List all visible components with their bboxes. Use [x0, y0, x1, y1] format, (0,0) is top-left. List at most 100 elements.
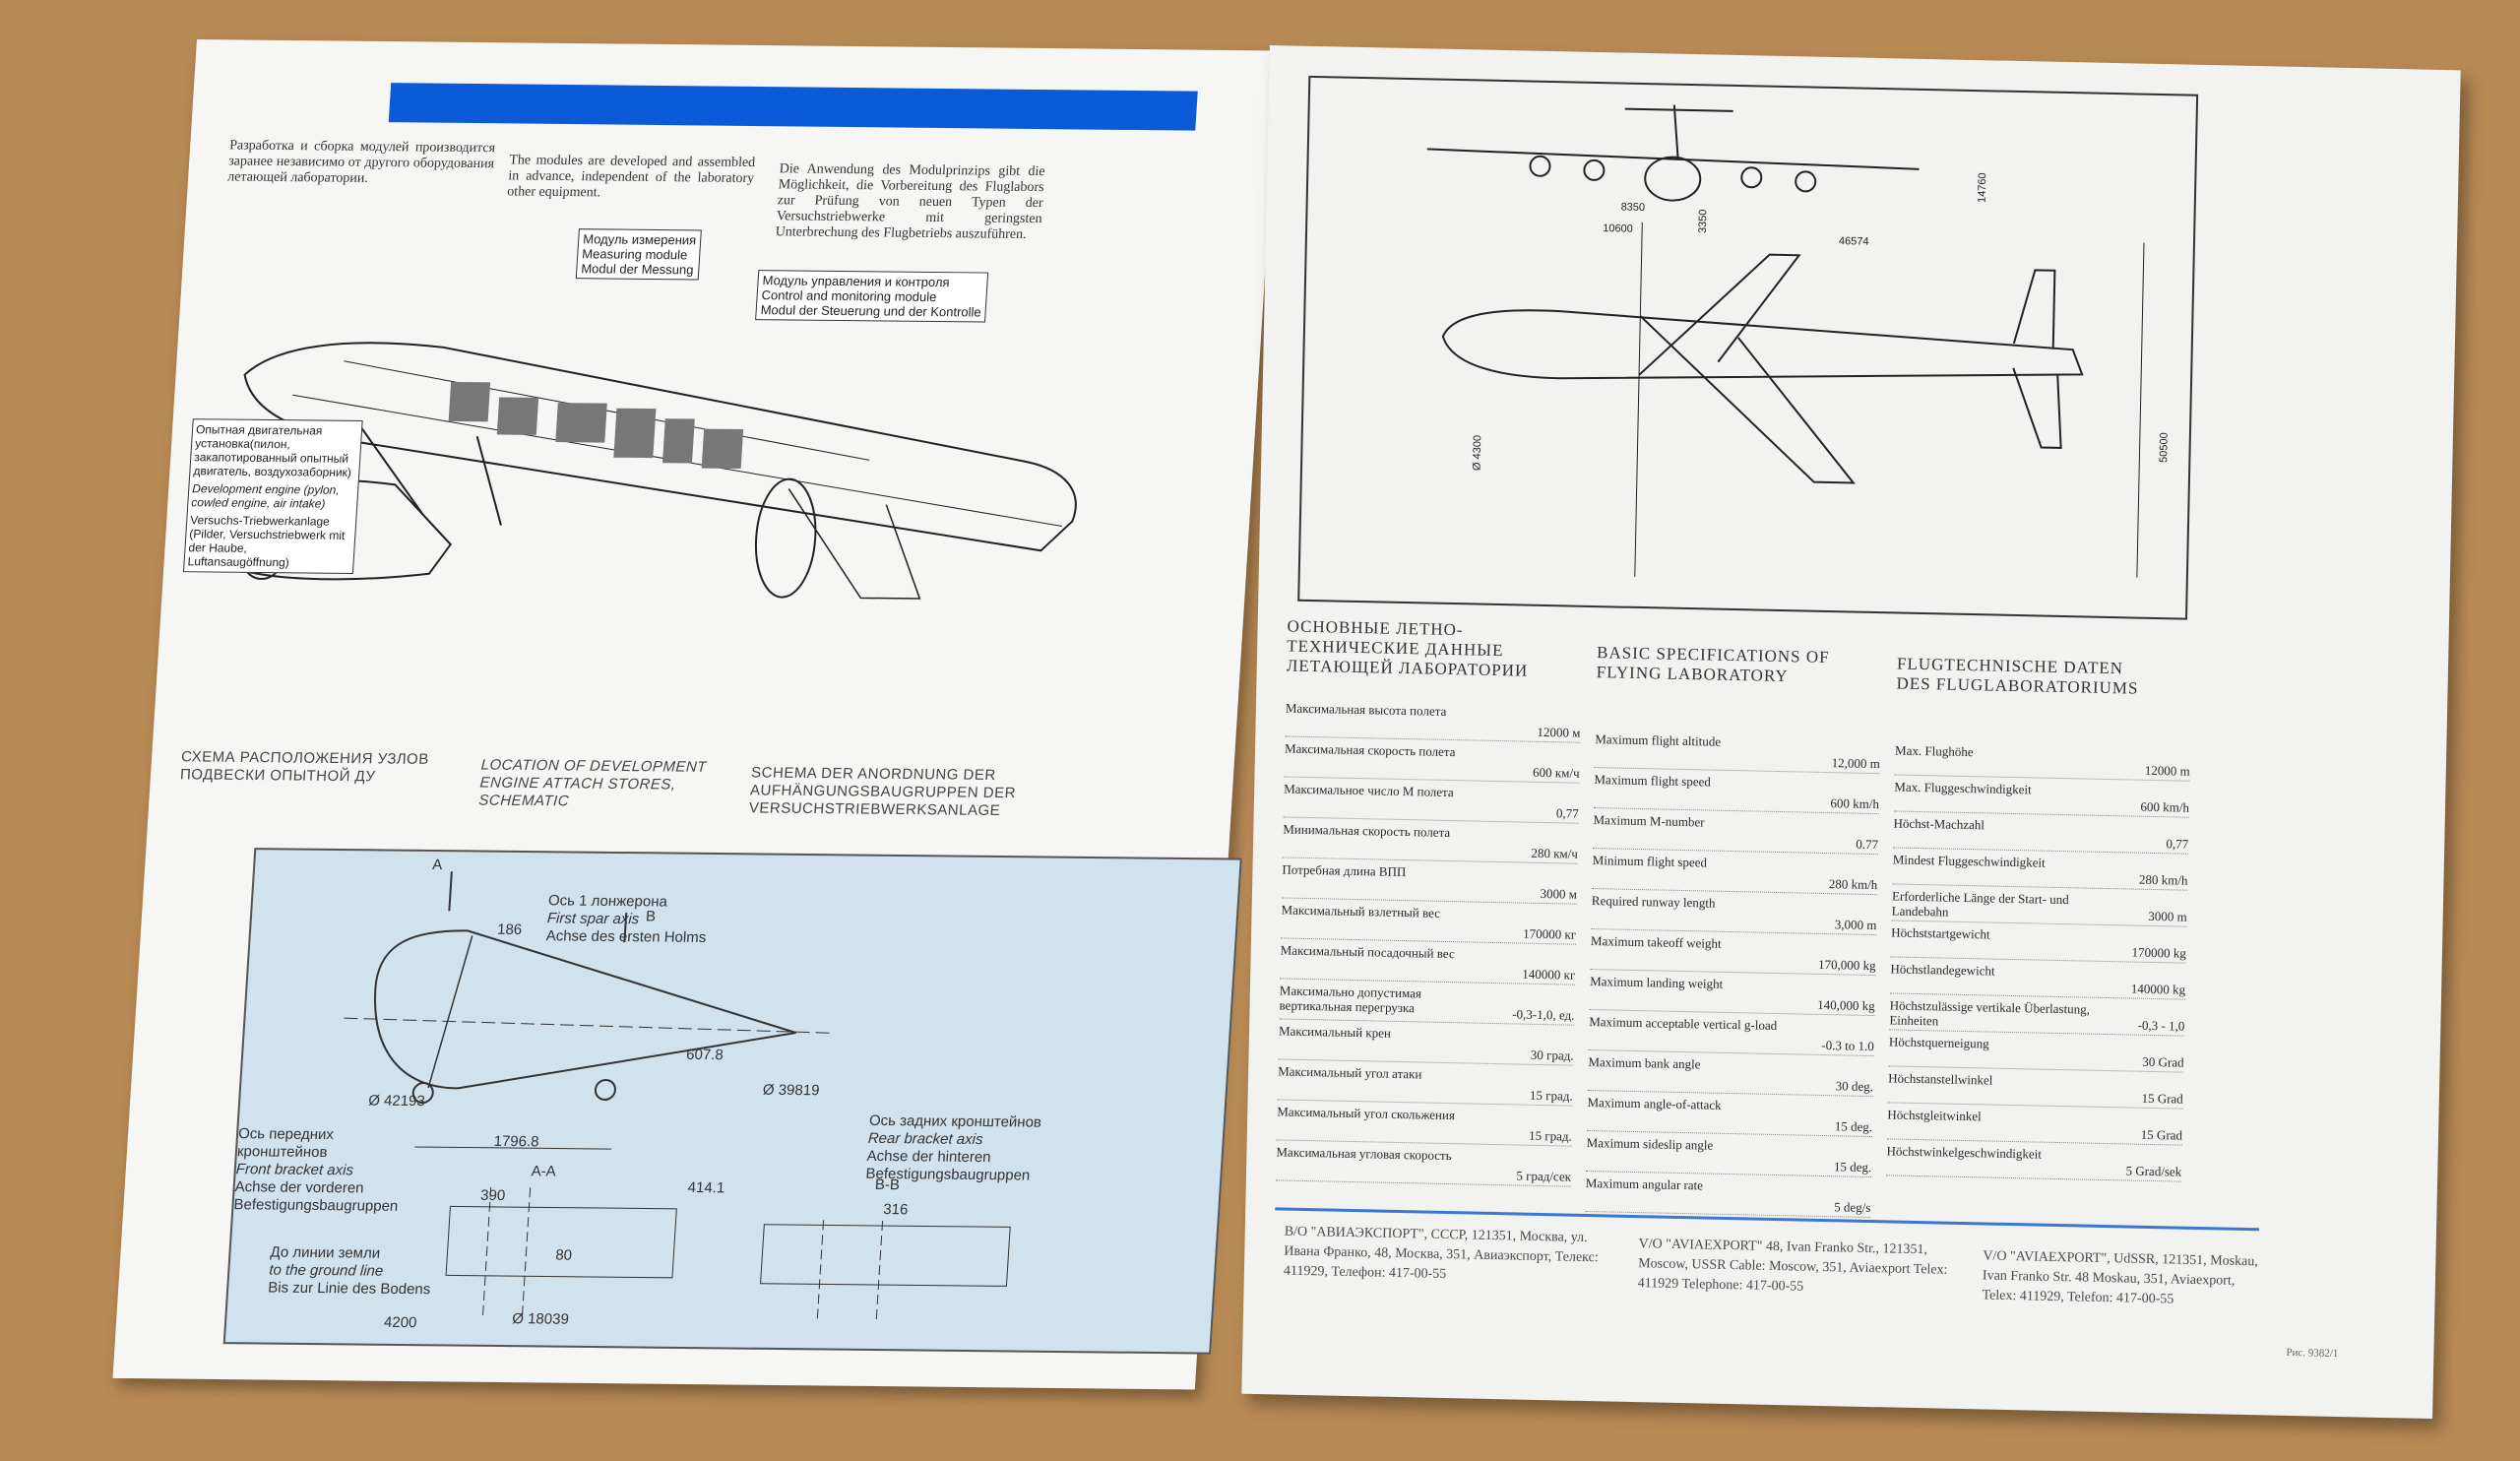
- rear-ru: Ось задних кронштейнов: [868, 1112, 1042, 1131]
- rear-en: Rear bracket axis: [867, 1129, 984, 1149]
- dim-46574: 46574: [1838, 235, 1869, 248]
- spec-name: Mindest Fluggeschwindigkeit: [1892, 852, 2046, 870]
- spec-name: Minimum flight speed: [1592, 853, 1708, 870]
- spec-title-en: BASIC SPECIFICATIONS OF FLYING LABORATOR…: [1596, 643, 1830, 686]
- front-en: Front bracket axis: [235, 1161, 354, 1179]
- spec-value: 140,000 kg: [1817, 996, 1875, 1014]
- spec-value: -0.3 to 1.0: [1821, 1037, 1875, 1054]
- caption-en: LOCATION OF DEVELOPMENT ENGINE ATTACH ST…: [477, 756, 708, 810]
- spec-name: Максимальный посадочный вес: [1280, 942, 1455, 962]
- caption-ru: СХЕМА РАСПОЛОЖЕНИЯ УЗЛОВ ПОДВЕСКИ ОПЫТНО…: [179, 748, 430, 786]
- spec-value: 15 Grad: [2141, 1090, 2183, 1107]
- spec-row: Максимальный угол атаки 15 град.: [1277, 1063, 1574, 1107]
- attach-stores-schematic: Ось 1 лонжерона First spar axis Achse de…: [222, 848, 1242, 1355]
- ground-de: Bis zur Linie des Bodens: [267, 1279, 431, 1299]
- spec-value: 15 deg.: [1834, 1118, 1873, 1135]
- dim-diameter-4300: Ø 4300: [1471, 434, 1484, 472]
- measuring-module-label: Модуль измерения Measuring module Modul …: [575, 228, 702, 281]
- spec-value: 3,000 m: [1834, 917, 1877, 933]
- dim-414: 414.1: [687, 1178, 725, 1197]
- ground-en: to the ground line: [268, 1261, 384, 1280]
- spec-value: 15 град.: [1529, 1087, 1573, 1104]
- spec-value: 12000 m: [2144, 762, 2190, 779]
- spec-row: Höchstwinkelgeschwindigkeit 5 Grad/sek: [1886, 1143, 2182, 1182]
- spec-name: Максимальная угловая скорость: [1276, 1144, 1452, 1164]
- spec-name: Максимальное число М полета: [1284, 781, 1454, 800]
- spec-name: Max. Flughöhe: [1894, 742, 1974, 760]
- dim-10600: 10600: [1603, 222, 1633, 235]
- left-page: Разработка и сборка модулей производится…: [112, 39, 1280, 1390]
- spec-name: Максимальный угол атаки: [1278, 1063, 1422, 1082]
- spec-value: 0,77: [1555, 805, 1579, 821]
- spec-row: Minimum flight speed 280 km/h: [1592, 853, 1878, 896]
- spec-value: 280 km/h: [1828, 876, 1878, 893]
- section-bb: B-B: [874, 1175, 901, 1194]
- spec-value: 15 град.: [1528, 1127, 1573, 1144]
- spec-name: Потребная длина ВПП: [1282, 861, 1407, 880]
- spec-value: 0,77: [2166, 836, 2189, 852]
- spec-value: 15 Grad: [2140, 1126, 2183, 1143]
- address-de: V/O "AVIAEXPORT", UdSSR, 121351, Moskau,…: [1982, 1248, 2258, 1307]
- cutaway-fuselage-drawing: [215, 342, 1077, 600]
- spar-en: First spar axis: [546, 910, 640, 928]
- spec-name: Höchstwinkelgeschwindigkeit: [1886, 1143, 2043, 1162]
- spec-name: Maximum angular rate: [1585, 1175, 1704, 1193]
- spec-name: Минимальная скорость полета: [1283, 821, 1451, 841]
- spec-name: Maximum M-number: [1593, 812, 1705, 830]
- dim-14760: 14760: [1976, 172, 1989, 204]
- spec-row: Höchstzulässige vertikale Überlastung, E…: [1889, 997, 2185, 1037]
- mark-b: B: [645, 908, 657, 925]
- spar-de: Achse des ersten Holms: [545, 927, 707, 946]
- spec-name: Максимальная скорость полета: [1284, 740, 1456, 760]
- intro-de: Die Anwendung des Modulprinzips gibt die…: [775, 161, 1046, 242]
- spec-row: Максимальная скорость полета 600 км/ч: [1284, 740, 1581, 784]
- measuring-module-de: Modul der Messung: [580, 261, 694, 278]
- spar-ru: Ось 1 лонжерона: [547, 892, 668, 911]
- dim-607: 607.8: [685, 1046, 724, 1064]
- spec-value: 170000 kg: [2131, 944, 2187, 961]
- dim-8350: 8350: [1620, 201, 1646, 215]
- spec-name: Maximum acceptable vertical g-load: [1589, 1014, 1778, 1034]
- spec-name: Höchstanstellwinkel: [1888, 1070, 1993, 1088]
- dim-1796: 1796.8: [493, 1132, 540, 1151]
- dim-4200: 4200: [383, 1313, 417, 1332]
- spec-row: Максимальная угловая скорость 5 град/сек: [1275, 1144, 1572, 1187]
- spec-value: 600 км/ч: [1532, 764, 1580, 781]
- aircraft-three-view-frame: 8350 10600 3350 46574 14760 Ø 4300 50500: [1297, 75, 2199, 620]
- spec-value: 30 град.: [1530, 1047, 1574, 1063]
- caption-de: SCHEMA DER ANORDNUNG DER AUFHÄNGUNGSBAUG…: [748, 764, 1017, 820]
- spec-value: 5 град/сек: [1516, 1168, 1572, 1184]
- spec-value: 3000 m: [2148, 908, 2187, 924]
- spec-value: 600 km/h: [1830, 795, 1880, 812]
- spec-name: Максимальный взлетный вес: [1281, 902, 1441, 921]
- nacelle-profile-drawing: [344, 871, 1011, 1320]
- spec-value: 5 Grad/sek: [2125, 1163, 2182, 1179]
- dim-18039: Ø 18039: [511, 1310, 570, 1328]
- aircraft-three-view-drawing: [1426, 104, 2145, 578]
- spec-row: Максимально допустимая вертикальная пере…: [1279, 983, 1575, 1026]
- spec-name: Erforderliche Länge der Start- und Lande…: [1891, 888, 2069, 920]
- ground-ru: До линии земли: [270, 1243, 381, 1262]
- control-module-de: Modul der Steuerung und der Kontrolle: [760, 302, 982, 320]
- development-engine-label: Опытная двигательная установка(пилон, за…: [182, 418, 363, 574]
- spec-value: -0,3-1,0, ед.: [1512, 1006, 1575, 1023]
- address-ru: В/О "АВИАЭКСПОРТ", СССР, 121351, Москва,…: [1283, 1224, 1599, 1283]
- address-en: V/O "AVIAEXPORT" 48, Ivan Franko Str., 1…: [1637, 1237, 1948, 1295]
- mark-a: A: [431, 857, 443, 874]
- dim-80: 80: [554, 1246, 573, 1264]
- spec-name: Maximum takeoff weight: [1590, 933, 1722, 951]
- spec-name: Максимальная высота полета: [1285, 700, 1447, 719]
